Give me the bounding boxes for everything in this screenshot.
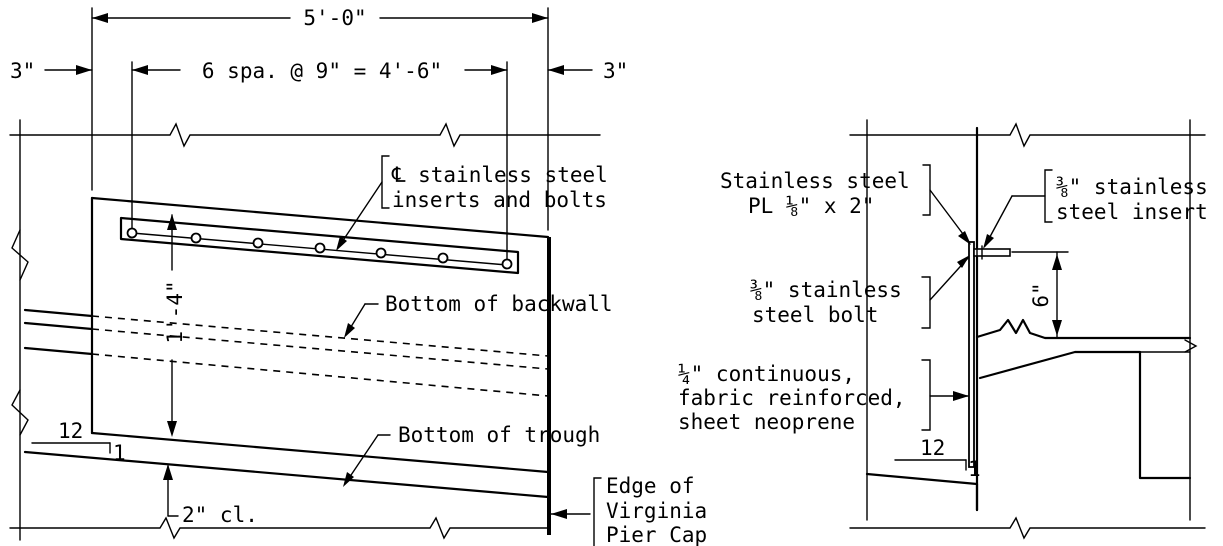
neoprene-callout-line2: fabric reinforced, [678,386,906,410]
right-section-view: 6" Stainless steel PL ⅛" x 2" ⅜" stainle… [678,119,1208,540]
left-slope-indicator: 12 1 [31,419,126,465]
bolt-spacing-dimension: 6 spa. @ 9" = 4'-6" [131,59,508,266]
pier-cap-edge: Edge of Virginia Pier Cap [547,237,707,546]
plate-and-bolt [968,241,1011,468]
left-elevation-view: 5'-0" 3" 3" 6 spa. @ 9" = 4'-6" [9,6,707,546]
bolt-spacing-label: 6 spa. @ 9" = 4'-6" [202,59,442,83]
inserts-callout: ℄ stainless steel inserts and bolts [336,155,608,251]
overall-width-dimension: 5'-0" [91,6,549,231]
bolt-callout-line2: steel bolt [752,303,878,327]
bolt-height-label: 6" [1029,282,1053,307]
left-break-mark-upper [11,229,29,281]
right-bottom-break-line [849,516,1206,540]
left-edge-label: 3" [10,59,35,83]
trough-callout-label: Bottom of trough [398,423,600,447]
bolt-height-dimension: 6" [1011,251,1069,339]
inserts-callout-line1: ℄ stainless steel [391,163,608,187]
trough-callout: Bottom of trough [343,423,600,487]
bolt-callout: ⅜" stainless steel bolt [750,255,970,329]
backwall-callout-label: Bottom of backwall [385,292,613,316]
clearance-label: 2" cl. [182,503,258,527]
pier-cap-line1: Edge of [606,474,695,498]
plate-callout-line1: Stainless steel [720,169,910,193]
insert-strip [119,216,520,275]
vertical-dimension-label: 1'-4" [163,280,187,343]
neoprene-callout: ¼" continuous, fabric reinforced, sheet … [678,359,969,434]
insert-callout: ⅜" stainless steel insert [983,169,1208,249]
right-top-break-line [849,122,1206,148]
overall-width-label: 5'-0" [303,6,366,30]
insert-callout-line2: steel insert [1056,200,1208,224]
plate-callout-line2: PL ⅛" x 2" [748,194,874,218]
right-slope-rise: 1 [968,457,981,481]
pier-wall-face [865,126,979,512]
left-slope-run: 12 [58,419,83,443]
beam-lines [23,308,550,499]
left-slope-rise: 1 [113,441,126,465]
insert-callout-line1: ⅜" stainless [1056,175,1208,199]
pier-cap-line2: Virginia [606,499,707,523]
right-edge-label: 3" [603,59,628,83]
backwall-callout: Bottom of backwall [344,292,613,338]
trough-section [975,318,1198,480]
clearance-dimension: 2" cl. [163,464,258,527]
plate-callout: Stainless steel PL ⅛" x 2" [720,164,971,245]
neoprene-callout-line1: ¼" continuous, [678,362,855,386]
bottom-break-line [9,516,551,540]
right-slope-run: 12 [920,436,945,460]
top-break-line [9,119,601,541]
vertical-dimension: 1'-4" [163,214,187,437]
left-edge-dimension: 3" [10,59,93,83]
right-edge-dimension: 3" [547,59,628,83]
inserts-callout-line2: inserts and bolts [392,188,607,212]
left-break-mark-lower [11,389,29,436]
right-slope-indicator: 12 1 [894,436,981,481]
neoprene-callout-line3: sheet neoprene [678,410,855,434]
pier-cap-line3: Pier Cap [606,523,707,546]
bolt-callout-line1: ⅜" stainless [750,278,902,302]
